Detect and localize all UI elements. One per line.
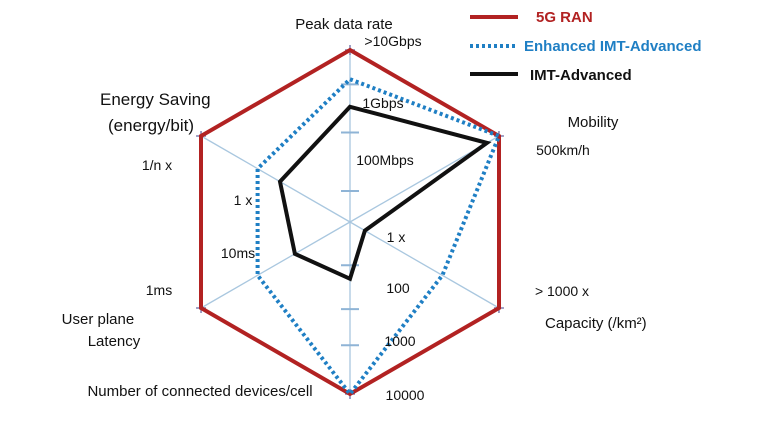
axis-title-user-plane-latency: User plane Latency xyxy=(62,311,141,350)
legend-label-enhanced-imt: Enhanced IMT-Advanced xyxy=(524,38,702,55)
legend-label-5g-ran: 5G RAN xyxy=(536,9,593,26)
tick-label-capacity-100: 100 xyxy=(386,280,410,296)
tick-label-energy-1n: 1/n x xyxy=(142,157,172,173)
tick-label-peak-100mbps: 100Mbps xyxy=(356,152,414,168)
axis-title-user-plane-latency-line2: Latency xyxy=(88,333,141,350)
axis-title-capacity: Capacity (/km²) xyxy=(545,315,647,332)
chart-legend: 5G RAN Enhanced IMT-Advanced IMT-Advance… xyxy=(470,9,702,84)
label-layer: Peak data rate Mobility Capacity (/km²) … xyxy=(62,16,647,403)
axis-title-peak-data-rate: Peak data rate xyxy=(295,16,393,33)
legend-label-imt-advanced: IMT-Advanced xyxy=(530,67,632,84)
axis-title-energy-saving-line1: Energy Saving xyxy=(100,90,211,109)
tick-label-energy-1x: 1 x xyxy=(234,192,253,208)
axis-title-connected-devices: Number of connected devices/cell xyxy=(87,383,312,400)
radar-grid xyxy=(196,45,504,399)
axis-title-connected-devices-line1: Number of connected devices/cell xyxy=(87,383,312,400)
axis-spoke xyxy=(200,135,351,223)
axis-spoke xyxy=(349,221,500,309)
tick-label-peak-10gbps: >10Gbps xyxy=(364,33,421,49)
axis-title-energy-saving-line2: (energy/bit) xyxy=(108,116,194,135)
tick-label-devices-1000: 1000 xyxy=(384,333,415,349)
series-layer xyxy=(199,47,502,398)
axis-title-mobility: Mobility xyxy=(568,114,619,131)
tick-label-peak-1gbps: 1Gbps xyxy=(362,95,403,111)
tick-label-latency-10ms: 10ms xyxy=(221,245,255,261)
axis-title-energy-saving: Energy Saving (energy/bit) xyxy=(100,90,215,135)
tick-label-capacity-1x: 1 x xyxy=(387,229,406,245)
series-polygon-0 xyxy=(199,47,501,397)
tick-label-mobility-500kmh: 500km/h xyxy=(536,142,590,158)
axis-spoke xyxy=(200,221,351,309)
tick-label-devices-10000: 10000 xyxy=(386,387,425,403)
series-polygon-1 xyxy=(255,76,502,398)
series-polygon-2 xyxy=(277,104,492,282)
tick-label-latency-1ms: 1ms xyxy=(146,282,172,298)
axis-title-user-plane-latency-line1: User plane xyxy=(62,311,135,328)
tick-label-capacity-1000x: > 1000 x xyxy=(535,283,589,299)
